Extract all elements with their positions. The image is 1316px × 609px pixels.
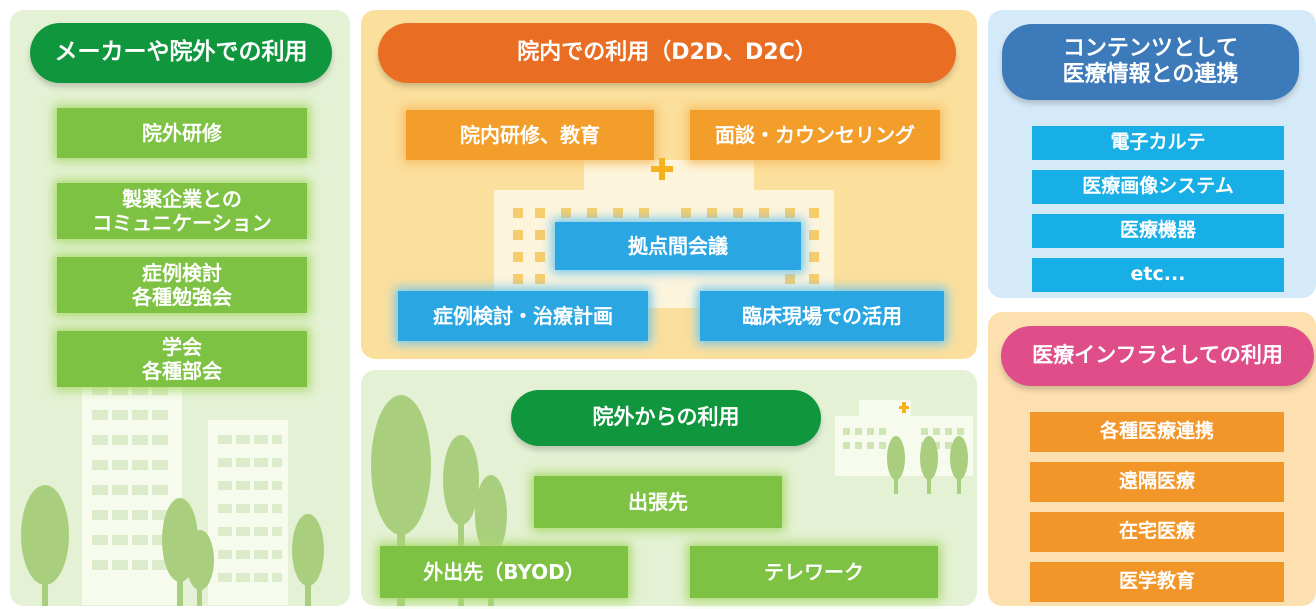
center-top-panel-title: 院内での利用（D2D、D2C）	[378, 23, 956, 83]
left-panel-title: メーカーや院外での利用	[30, 23, 332, 83]
clinical-use-box: 臨床現場での活用	[700, 291, 944, 341]
telework-box: テレワーク	[690, 546, 938, 598]
business-trip-box: 出張先	[534, 476, 782, 528]
home-care-box: 在宅医療	[1030, 512, 1284, 552]
right-bottom-panel-title: 医療インフラとしての利用	[1001, 326, 1314, 386]
academic-meetings-box: 学会 各種部会	[57, 331, 307, 387]
ehr-box: 電子カルテ	[1032, 126, 1284, 160]
center-bottom-panel-title: 院外からの利用	[511, 390, 821, 446]
etc-box: etc...	[1032, 258, 1284, 292]
inter-site-meeting-box: 拠点間会議	[555, 222, 801, 270]
medical-devices-box: 医療機器	[1032, 214, 1284, 248]
medical-collaboration-box: 各種医療連携	[1030, 412, 1284, 452]
pharma-communication-box: 製薬企業との コミュニケーション	[57, 183, 307, 239]
counseling-box: 面談・カウンセリング	[690, 110, 940, 160]
right-top-panel-title: コンテンツとして 医療情報との連携	[1002, 24, 1299, 100]
case-treatment-planning-box: 症例検討・治療計画	[398, 291, 648, 341]
telemedicine-box: 遠隔医療	[1030, 462, 1284, 502]
outside-byod-box: 外出先（BYOD）	[380, 546, 628, 598]
medical-imaging-box: 医療画像システム	[1032, 170, 1284, 204]
medical-education-box: 医学教育	[1030, 562, 1284, 602]
office-buildings-illustration	[21, 365, 324, 606]
case-study-sessions-box: 症例検討 各種勉強会	[57, 257, 307, 313]
in-hospital-training-box: 院内研修、教育	[406, 110, 654, 160]
outside-training-box: 院外研修	[57, 108, 307, 158]
